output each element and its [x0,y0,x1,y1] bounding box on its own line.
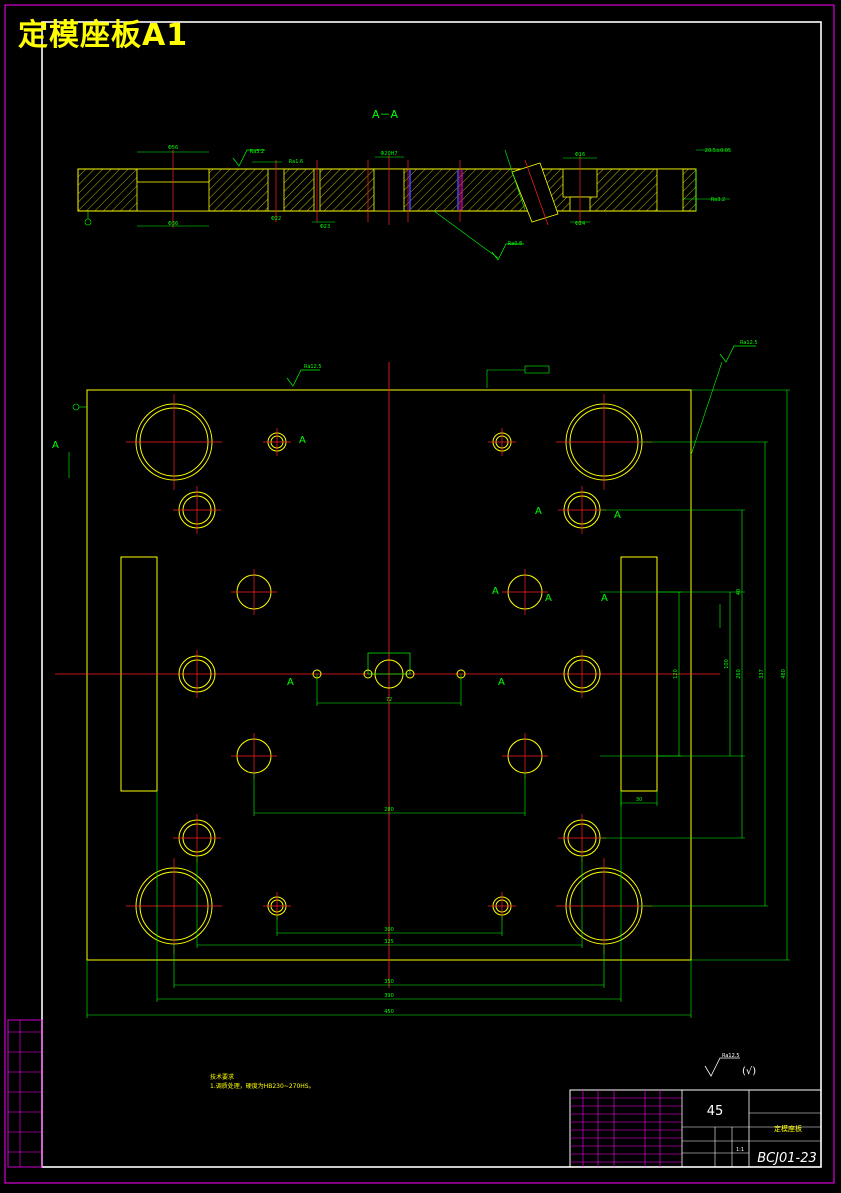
sec-dim-9: Φ16 [575,152,585,158]
revision-strip [7,1019,43,1168]
dim-40: 40 [736,589,742,595]
mark-a-2: A [299,435,306,446]
mark-a-1: A [52,440,59,451]
dim-280: 280 [384,807,394,813]
dim-72: 72 [386,697,392,703]
sprue-bushing [312,652,466,689]
corner-roughness: Ra12.5 [722,1053,740,1059]
notes-heading: 技术要求 [210,1073,234,1081]
title-drawing-no: BCJ01-23 [757,1151,817,1166]
plan-dimensions [68,361,790,1018]
plan-view: 72 280 300 325 350 390 450 260 100 337 4… [52,340,790,1018]
sec-dim-2: Φ36 [168,221,178,227]
dim-30: 30 [636,797,642,803]
mark-a-7: A [601,593,608,604]
dim-325: 325 [384,939,394,945]
sec-dim-10: Φ24 [575,221,585,227]
corner-roughness-rest: (√) [742,1066,756,1077]
notes-line-1: 1.调质处理，硬度为HB230~270HS。 [210,1082,315,1090]
dim-390: 390 [384,993,394,999]
sec-dim-1: Φ56 [168,145,178,151]
title-material: 45 [707,1104,724,1119]
dim-260: 260 [736,669,742,679]
mark-a-4: A [614,510,621,521]
outer-frame [4,4,835,1184]
mark-a-8: A [287,677,294,688]
inner-frame [41,21,822,1168]
dim-450: 450 [384,1009,394,1015]
mark-a-5: A [492,586,499,597]
section-label: A－A [372,108,399,121]
sec-dim-6: Φ22 [271,216,281,222]
title-block: 45 定模座板 BCJ01-23 1:1 [569,1089,822,1168]
title-part-name: 定模座板 [774,1124,802,1133]
mark-a-3: A [535,506,542,517]
sec-dim-4: Ra1.6 [289,159,303,165]
dim-337: 337 [759,669,765,679]
roughness-right: Ra12.5 [740,340,758,346]
sec-dim-11: 20.5±0.05 [705,148,731,154]
mark-a-6: A [545,593,552,604]
dim-300: 300 [384,927,394,933]
sec-dim-12: Ra3.2 [711,197,725,203]
dim-480: 480 [781,669,787,679]
title-scale: 1:1 [736,1147,744,1153]
sec-dim-3: Ra3.2 [250,149,264,155]
sec-dim-5: Φ20H7 [380,151,397,157]
dim-120: 120 [673,669,679,679]
section-view: A－A [77,108,731,261]
mark-a-9: A [498,677,505,688]
dim-350: 350 [384,979,394,985]
sec-dim-7: Φ23 [320,224,330,230]
dim-100: 100 [724,659,730,669]
drawing-title: 定模座板A1 [18,18,189,53]
roughness-top: Ra12.5 [304,364,322,370]
